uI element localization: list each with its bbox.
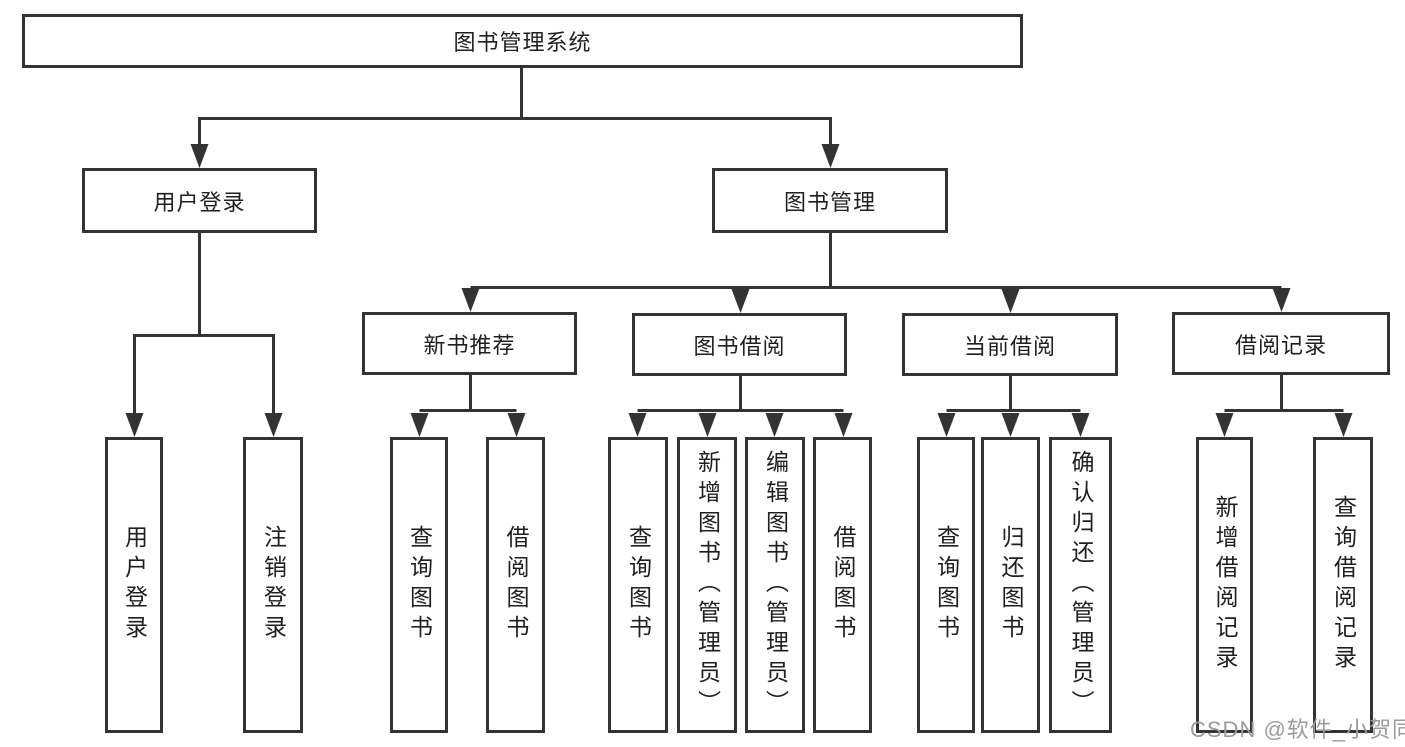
arrowhead-down-icon (834, 413, 853, 437)
leaf-borrow-books-recommend: 借阅图书 (486, 437, 545, 733)
node-label: 借阅记录 (1234, 332, 1327, 358)
arrowhead-down-icon (765, 413, 784, 437)
arrowhead-down-icon (731, 289, 750, 313)
leaf-label: 查询图书 (406, 525, 433, 645)
leaf-edit-books-admin: 编辑图书（管理员） (745, 437, 805, 733)
arrowhead-down-icon (628, 413, 647, 437)
leaf-label: 借阅图书 (830, 525, 856, 645)
node-borrow-records: 借阅记录 (1172, 312, 1390, 375)
leaf-label: 查询图书 (933, 525, 960, 645)
arrowhead-down-icon (264, 413, 283, 437)
leaf-return-books: 归还图书 (981, 437, 1040, 733)
node-book-management: 图书管理 (712, 168, 948, 233)
arrowhead-down-icon (1215, 413, 1234, 437)
arrowhead-down-icon (1272, 288, 1291, 312)
connector-line (419, 373, 517, 412)
leaf-label: 确认归还（管理员） (1068, 450, 1094, 720)
leaf-borrow-books: 借阅图书 (813, 437, 872, 733)
leaf-label: 编辑图书（管理员） (762, 450, 789, 720)
arrowhead-down-icon (507, 413, 526, 437)
connector-line (133, 231, 275, 418)
leaf-label: 借阅图书 (503, 525, 529, 645)
connector-line (1224, 373, 1344, 412)
connector-line (637, 374, 844, 412)
node-label: 新书推荐 (423, 332, 516, 358)
arrowhead-down-icon (410, 413, 429, 437)
arrowhead-down-icon (461, 288, 480, 312)
leaf-label: 查询借阅记录 (1330, 495, 1357, 675)
leaf-user-login: 用户登录 (105, 437, 163, 733)
leaf-query-books-recommend: 查询图书 (390, 437, 448, 733)
arrowhead-down-icon (1001, 289, 1020, 313)
node-current-borrow: 当前借阅 (902, 313, 1118, 376)
leaf-label: 新增图书（管理员） (694, 450, 721, 720)
leaf-label: 新增借阅记录 (1212, 495, 1238, 675)
node-new-book-recommend: 新书推荐 (362, 312, 577, 375)
node-label: 图书管理系统 (453, 30, 592, 55)
arrowhead-down-icon (821, 144, 840, 168)
connector-line (198, 66, 832, 150)
node-book-borrow: 图书借阅 (632, 313, 847, 376)
node-label: 用户登录 (153, 189, 246, 215)
node-label: 图书借阅 (693, 333, 786, 359)
arrowhead-down-icon (698, 413, 717, 437)
arrowhead-down-icon (937, 413, 956, 437)
watermark-text: CSDN @软件_小贺同学 (1190, 717, 1405, 742)
leaf-query-books-borrow: 查询图书 (608, 437, 668, 733)
leaf-add-borrow-record: 新增借阅记录 (1196, 437, 1253, 733)
arrowhead-down-icon (125, 413, 144, 437)
leaf-logout: 注销登录 (243, 437, 303, 733)
arrowhead-down-icon (1334, 413, 1353, 437)
node-library-system: 图书管理系统 (22, 14, 1023, 68)
leaf-query-borrow-record: 查询借阅记录 (1313, 437, 1373, 733)
node-label: 图书管理 (783, 189, 876, 215)
arrowhead-down-icon (190, 144, 209, 168)
leaf-add-books-admin: 新增图书（管理员） (677, 437, 737, 733)
connector-line (470, 231, 1282, 289)
arrowhead-down-icon (1071, 413, 1090, 437)
connector-line (946, 374, 1081, 412)
node-user-login: 用户登录 (82, 168, 317, 233)
leaf-query-books-current: 查询图书 (917, 437, 975, 733)
node-label: 当前借阅 (963, 333, 1056, 359)
leaf-label: 归还图书 (998, 525, 1024, 645)
arrowhead-down-icon (1001, 413, 1020, 437)
leaf-label: 注销登录 (260, 525, 287, 645)
leaf-label: 查询图书 (625, 525, 652, 645)
leaf-label: 用户登录 (121, 525, 148, 645)
leaf-confirm-return-admin: 确认归还（管理员） (1049, 437, 1112, 733)
